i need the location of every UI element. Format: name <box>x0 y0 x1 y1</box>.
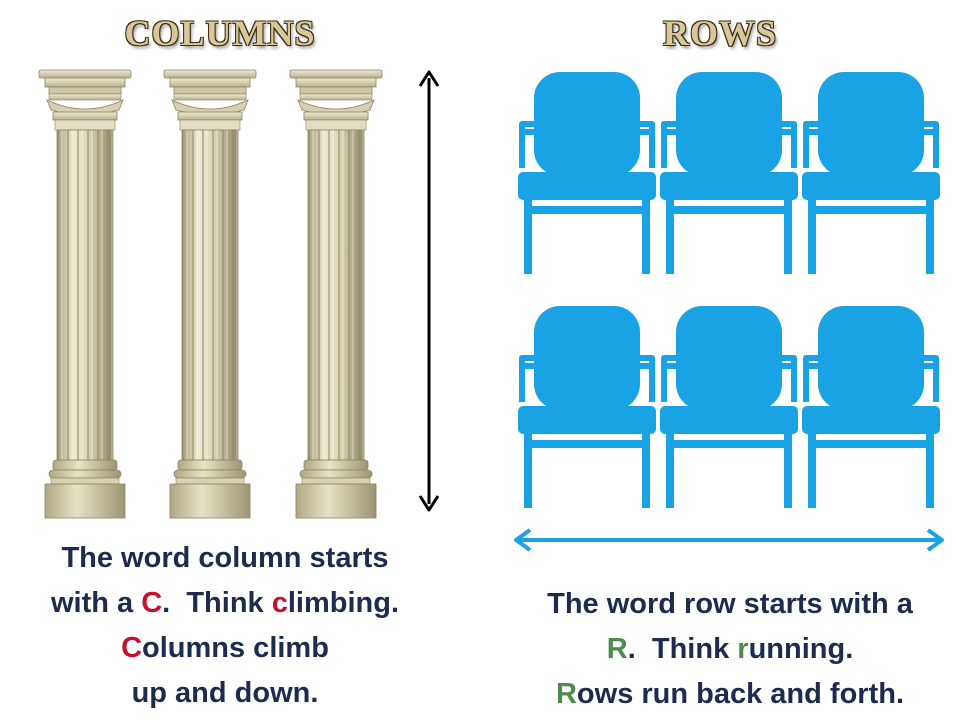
greek-column-icon <box>289 69 383 519</box>
rows-heading: ROWS <box>662 13 778 53</box>
caption-line: Columns climb <box>10 626 440 671</box>
highlight-letter: r <box>737 633 749 665</box>
columns-heading: COLUMNS <box>124 13 316 53</box>
double-arrow-horizontal-icon <box>514 528 944 552</box>
caption-text: . Think <box>162 587 272 619</box>
caption-line: up and down. <box>10 671 440 716</box>
highlight-letter: R <box>606 633 628 665</box>
greek-column-icon <box>38 69 132 519</box>
highlight-letter: C <box>141 587 163 619</box>
caption-line: R. Think running. <box>500 627 960 672</box>
chair-icon <box>518 306 656 508</box>
highlight-letter: C <box>121 632 143 664</box>
caption-line: The word column starts <box>10 536 440 581</box>
caption-text: The word row starts with a <box>547 588 913 620</box>
greek-column-icon <box>163 69 257 519</box>
caption-line: Rows run back and forth. <box>500 672 960 717</box>
chair-icon <box>518 72 656 274</box>
highlight-letter: R <box>555 678 577 710</box>
caption-text: limbing. <box>287 587 400 619</box>
chair-icon <box>802 72 940 274</box>
caption-line: with a C. Think climbing. <box>10 581 440 626</box>
chair-icon <box>660 72 798 274</box>
columns-caption: The word column starts with a C. Think c… <box>10 536 440 716</box>
chair-icon <box>660 306 798 508</box>
caption-line: The word row starts with a <box>500 582 960 627</box>
caption-text: olumns climb <box>142 632 329 664</box>
caption-text: up and down. <box>131 677 319 709</box>
caption-text: with a <box>50 587 142 619</box>
chair-icon <box>802 306 940 508</box>
rows-caption: The word row starts with a R. Think runn… <box>500 582 960 717</box>
caption-text: unning. <box>748 633 854 665</box>
double-arrow-vertical-icon <box>418 70 440 512</box>
caption-text: The word column starts <box>61 542 389 574</box>
caption-text: ows run back and forth. <box>576 678 905 710</box>
highlight-letter: c <box>271 587 288 619</box>
caption-text: . Think <box>627 633 738 665</box>
